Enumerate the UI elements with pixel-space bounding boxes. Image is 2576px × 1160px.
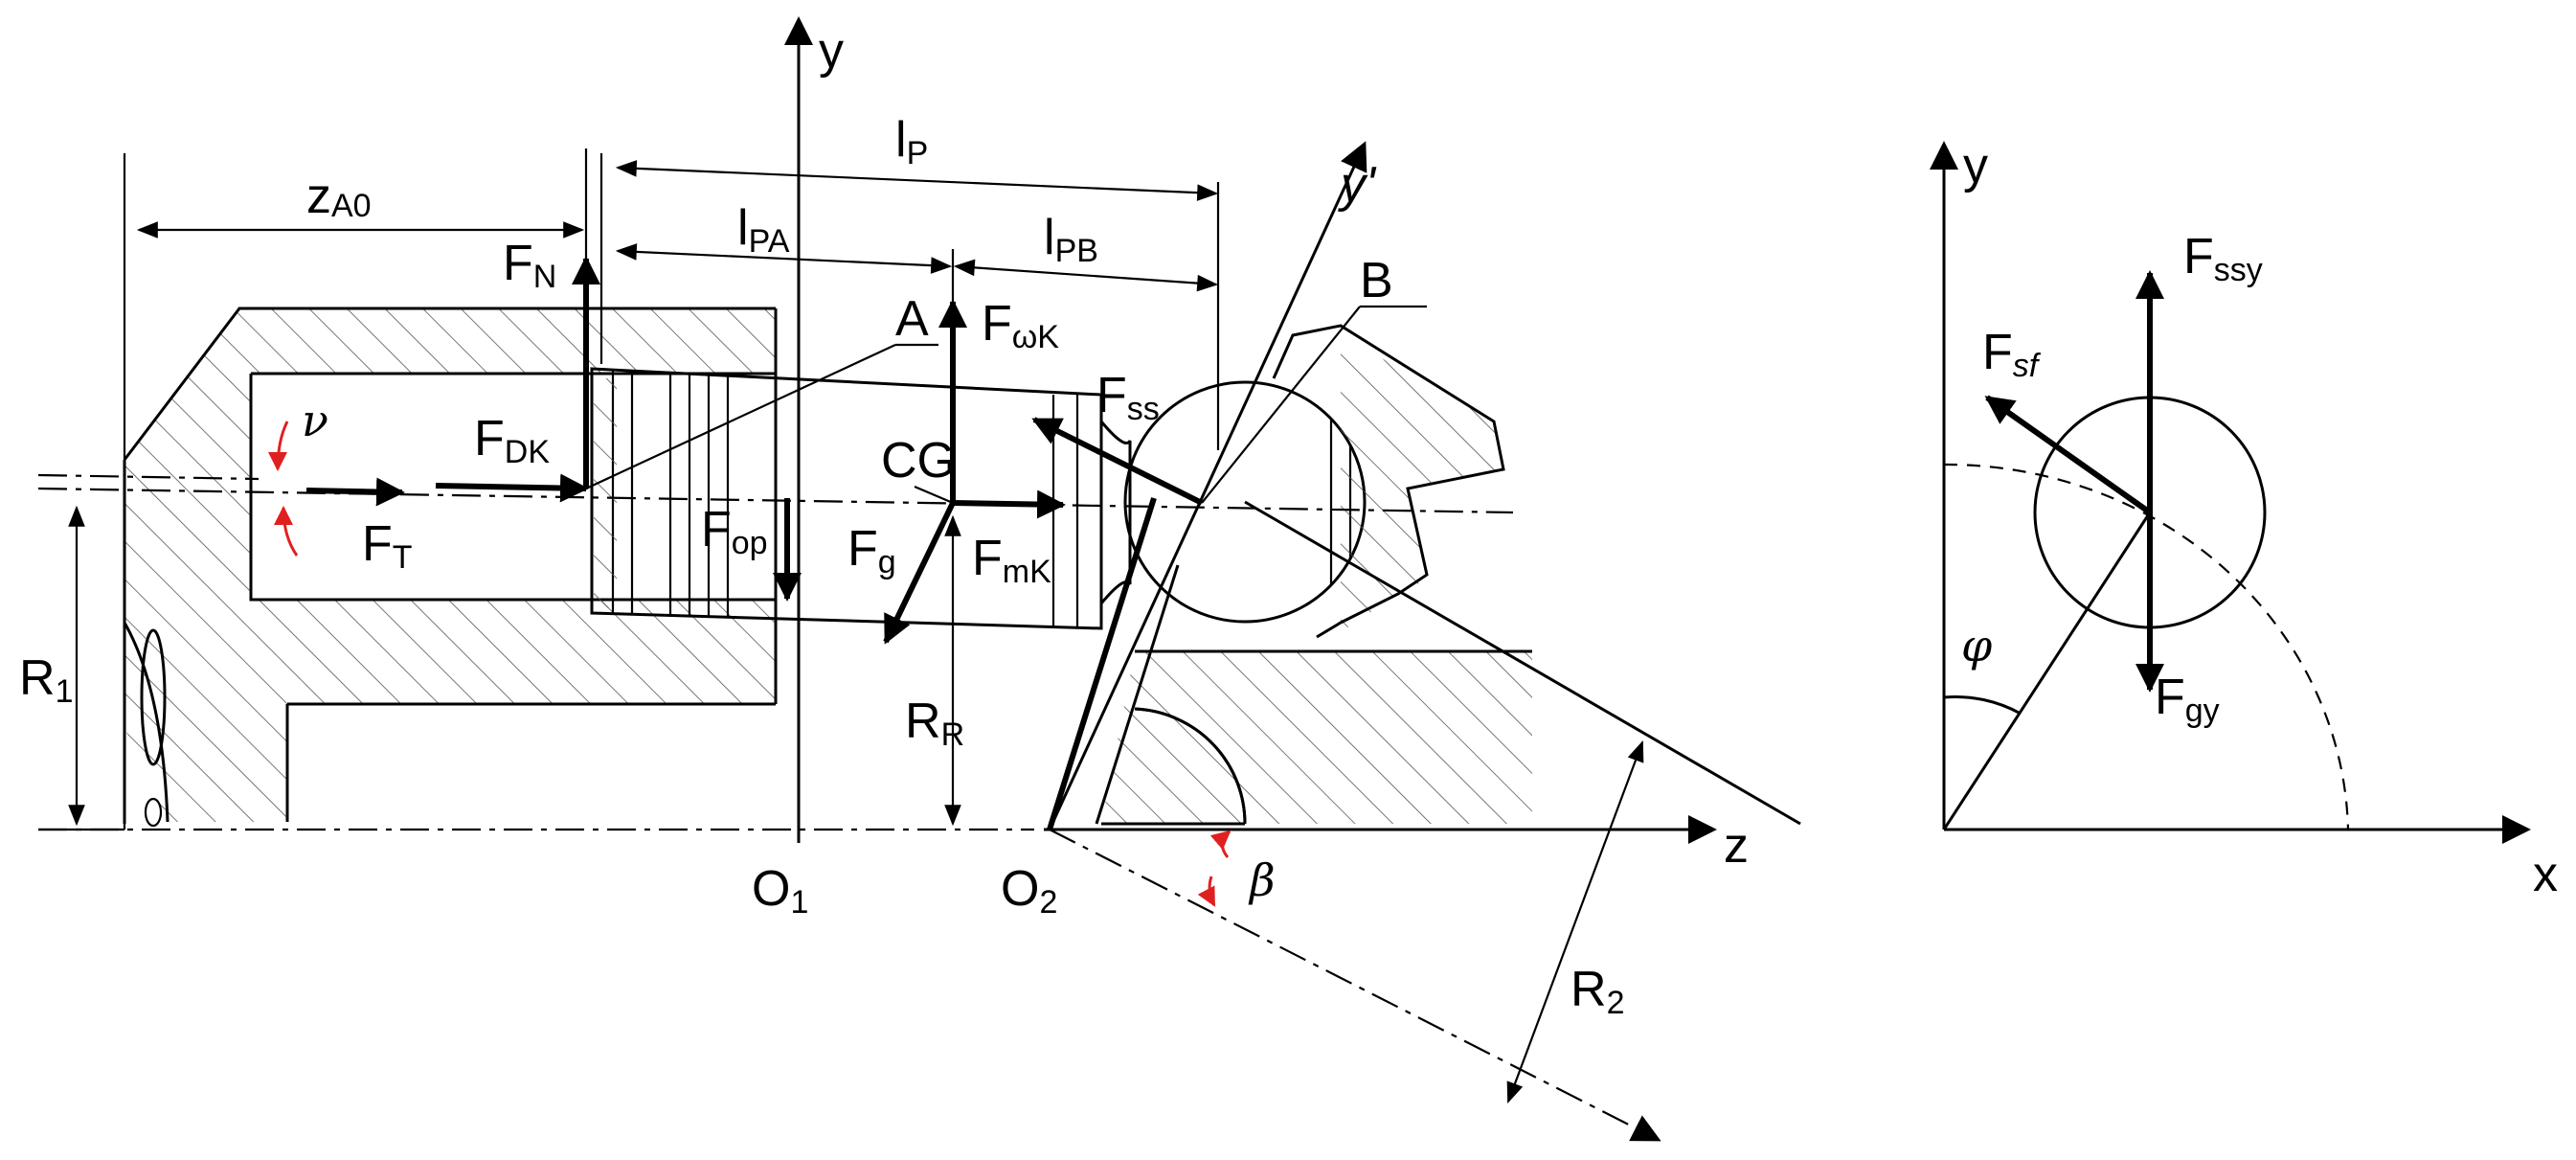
swash-plate (1047, 324, 1801, 830)
lPB-label: lPB (1044, 210, 1098, 269)
slipper-force-diagram (1930, 141, 2531, 844)
force-arrows (305, 256, 1427, 645)
CG-label: CG (881, 433, 956, 489)
R1-label: R1 (19, 650, 73, 710)
RR-label: RR (905, 694, 964, 753)
R2-label: R2 (1570, 962, 1624, 1021)
y-axis-label: y (819, 23, 844, 79)
O1-label: O1 (752, 861, 808, 921)
phi-angle-label: φ (1961, 620, 1993, 671)
FmK-label: FmK (972, 531, 1051, 590)
Fssy-label: Fssy (2183, 229, 2263, 288)
lP-label: lP (895, 112, 928, 171)
piston (590, 367, 1103, 630)
nu-angle-label: ν (302, 395, 328, 446)
y-prime-axis-label: y' (1338, 157, 1377, 213)
FT-label: FT (362, 516, 413, 576)
Fsf-label: Fsf (1982, 325, 2042, 384)
Fg-label: Fg (847, 521, 896, 580)
coordinate-axes-left (37, 16, 1717, 1142)
Fss-label: Fss (1096, 368, 1160, 427)
FN-label: FN (503, 236, 556, 295)
O2-label: O2 (1001, 861, 1057, 921)
x-axis-label: x (2533, 847, 2558, 902)
angle-markers (268, 421, 1232, 907)
lPA-label: lPA (737, 200, 790, 260)
point-B-label: B (1360, 253, 1393, 308)
FDK-label: FDK (474, 411, 550, 470)
z-axis-label: z (1724, 818, 1749, 874)
right-y-axis-label: y (1963, 138, 1988, 193)
Fgy-label: Fgy (2155, 670, 2220, 729)
Fop-label: Fop (701, 502, 768, 561)
point-A-label: A (895, 291, 929, 347)
beta-angle-label: β (1248, 854, 1276, 906)
FomegaK-label: FωK (982, 296, 1059, 355)
zA0-label: zA0 (306, 169, 372, 224)
cylinder-housing (123, 307, 778, 828)
